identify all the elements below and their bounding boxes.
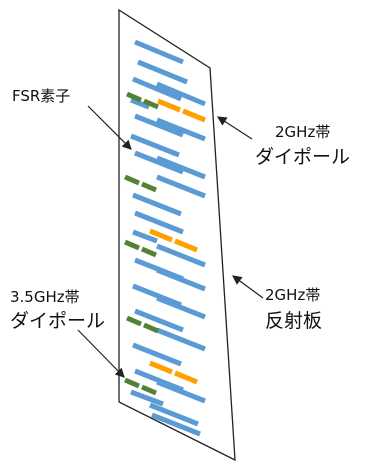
fsr-element [151,412,201,437]
fsr-element [156,327,206,352]
fsr-element [156,379,206,404]
fsr-element [134,150,184,175]
dipole-2ghz-arm [149,360,173,375]
fsr-element [134,39,184,65]
dipole-35ghz-leader-arrow [77,329,125,378]
fsr-leader-arrow [87,105,132,150]
fsr-element [156,174,206,199]
dipole-35ghz-arm [141,246,157,258]
dipole-35ghz-arm [143,322,159,334]
fsr-element [130,97,150,110]
dipole-35ghz-arm [126,91,142,103]
dipole-2ghz-arm [149,228,173,243]
dipole-35ghz-arm [143,98,159,110]
reflector-leader-arrow [232,275,264,299]
fsr-element [156,243,206,268]
reflector-label-line1: 2GHz帯 [265,286,321,304]
dipole-2ghz-arm [174,238,198,253]
fsr-element [156,267,206,292]
dipole-35ghz-arm [124,174,140,186]
fsr-element [137,59,188,85]
dipoles-2ghz [149,98,206,385]
dipole-35ghz-arm [124,377,140,389]
fsr-element [132,192,182,217]
dipole-2ghz-label-line1: 2GHz帯 [275,123,331,141]
fsr-element [130,389,164,407]
fsr-element [149,402,199,427]
fsr-elements [130,39,206,437]
dipoles-35ghz [124,91,159,396]
dipole-2ghz-arm [174,370,198,385]
fsr-element [134,308,184,333]
dipole-2ghz-arm [182,108,206,123]
dipole-35ghz-label-line2: ダイポール [10,310,106,332]
fsr-element [156,81,206,107]
dipole-2ghz-label-line2: ダイポール [255,146,351,168]
fsr-element [132,229,158,244]
fsr-element [156,295,206,320]
fsr-element [156,155,206,180]
dipole-35ghz-arm [124,239,140,251]
dipole-35ghz-arm [126,315,142,327]
fsr-element-label: FSR素子 [12,87,71,105]
fsr-element [132,342,182,367]
dipole-35ghz-label-line1: 3.5GHz帯 [10,288,80,306]
fsr-element [134,210,184,235]
reflector-label-line2: 反射板 [265,310,323,332]
reflector-plate [118,8,236,462]
fsr-element [134,113,184,138]
fsr-element [156,117,206,142]
dipole-35ghz-arm [141,384,157,396]
dipole-2ghz-arm [157,98,181,113]
fsr-element [130,133,180,158]
dipole-35ghz-arm [141,181,157,193]
dipole-2ghz-leader-arrow [216,116,253,140]
fsr-element [132,76,182,102]
